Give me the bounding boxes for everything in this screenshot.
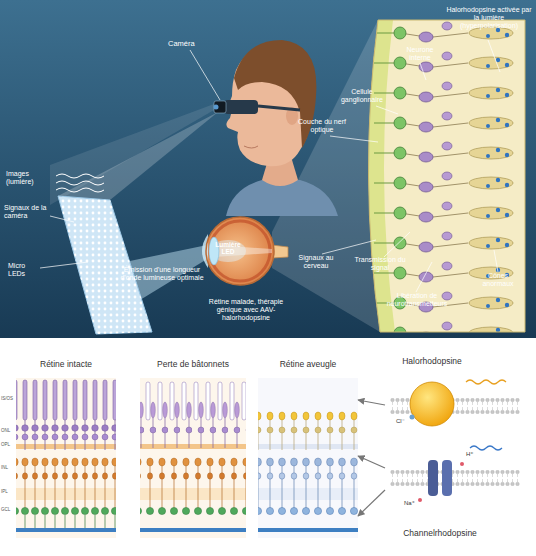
- leader-line: [376, 106, 398, 114]
- eye-ball: [202, 234, 208, 268]
- layer-label: INL: [1, 465, 16, 470]
- leader-line: [488, 40, 500, 72]
- connector-arrow: [358, 400, 385, 405]
- person-figure: [244, 146, 258, 148]
- callout-label: Transmission du signal: [352, 256, 408, 272]
- opsin-art: [466, 380, 506, 384]
- layer-label: GCL: [1, 507, 16, 512]
- eye-label: Lumière LED: [210, 241, 246, 256]
- eye-ball: [202, 217, 288, 285]
- opsin-art: [410, 382, 454, 426]
- ion-label: H⁺: [466, 451, 482, 458]
- ion-label: Na⁺: [404, 500, 422, 507]
- person-figure: [234, 40, 316, 148]
- retina-section: [368, 20, 525, 332]
- leader-line: [330, 136, 378, 142]
- led-panel: [58, 196, 152, 334]
- callout-label: Rétine malade, thérapie génique avec AAV…: [196, 298, 296, 321]
- opsin-heading: Channelrhodopsine: [385, 529, 495, 539]
- opsin-art: [470, 446, 502, 450]
- retina-panel-art: [140, 378, 246, 538]
- person-figure: [258, 106, 300, 110]
- leader-line: [384, 232, 410, 257]
- callout-label: Halorhodopsine activée par la lumière (h…: [446, 6, 532, 29]
- eye-ball: [206, 217, 274, 285]
- eye-outline: [206, 217, 274, 285]
- opsin-art: [390, 470, 520, 486]
- callout-label: Émission d'une longueur d'onde lumineuse…: [120, 266, 204, 282]
- retina-panel-art: [16, 378, 358, 538]
- callout-label: Images (lumière): [6, 170, 50, 186]
- callout-label: Caméra: [168, 40, 208, 48]
- retina-panel-art: [140, 378, 246, 538]
- leader-line: [494, 250, 498, 272]
- ion-label: Cl⁻: [396, 418, 412, 425]
- retina-panel-art: [258, 378, 358, 538]
- callout-label: Libération de neurotransmetteurs: [382, 292, 452, 308]
- retina-panel: Perte de bâtonnets: [140, 358, 246, 540]
- leader-line: [416, 262, 432, 292]
- led-panel: [58, 196, 152, 334]
- retina-panel-art: [258, 378, 358, 538]
- retina-section: [355, 18, 530, 334]
- retina-panel-art: [16, 378, 116, 538]
- callout-label: Neurone interne: [398, 46, 442, 62]
- opsin-art: [390, 398, 520, 414]
- leader-line: [190, 50, 220, 100]
- opsin-art: [428, 460, 438, 496]
- retina-panel: Rétine aveugle: [258, 358, 358, 540]
- led-panel: [58, 196, 152, 334]
- light-beam: [58, 112, 218, 200]
- retina-panel: Rétine intacte: [16, 358, 116, 540]
- eye-outline: [205, 216, 275, 286]
- callout-label: Cellule ganglionnaire: [338, 88, 386, 104]
- opsin-art: [442, 460, 452, 496]
- callout-label: Signaux au cerveau: [292, 254, 340, 270]
- callout-label: Micro LEDs: [8, 262, 44, 278]
- opsin-box: Channelrhodopsine: [385, 440, 525, 544]
- leader-line: [420, 63, 426, 80]
- opsin-art: [390, 380, 520, 502]
- background-panel: [0, 0, 536, 338]
- layer-label: OPL: [1, 442, 16, 447]
- person-figure: [214, 105, 219, 110]
- panel-heading: Perte de bâtonnets: [140, 360, 246, 370]
- panel-heading: Rétine intacte: [16, 360, 116, 370]
- connector-arrow: [358, 490, 385, 516]
- leader-line: [322, 240, 376, 254]
- panel-heading: Rétine aveugle: [258, 360, 358, 370]
- callout-label: Couche du nerf optique: [294, 118, 350, 134]
- eye-circle: Lumière LED: [205, 216, 275, 286]
- opsin-heading: Halorhodopsine: [385, 357, 479, 367]
- layer-label: IS/OS: [1, 396, 16, 401]
- person-figure: [224, 100, 258, 114]
- opsin-art: [460, 462, 464, 466]
- connector-arrow: [358, 456, 385, 468]
- leader-line: [50, 216, 74, 222]
- opsin-art: [418, 498, 422, 502]
- layer-label: ONL: [1, 428, 16, 433]
- callout-label: Cônes anormaux: [474, 272, 522, 288]
- retina-panel-art: [16, 378, 116, 538]
- person-figure: [214, 101, 226, 113]
- opsin-art: [410, 415, 415, 420]
- layer-label: IPL: [1, 489, 16, 494]
- leader-line: [40, 262, 88, 268]
- opsin-box: Halorhodopsine: [385, 354, 525, 438]
- callout-label: Signaux de la caméra: [4, 204, 54, 220]
- retina-section: [355, 18, 530, 334]
- leader-line: [40, 40, 500, 292]
